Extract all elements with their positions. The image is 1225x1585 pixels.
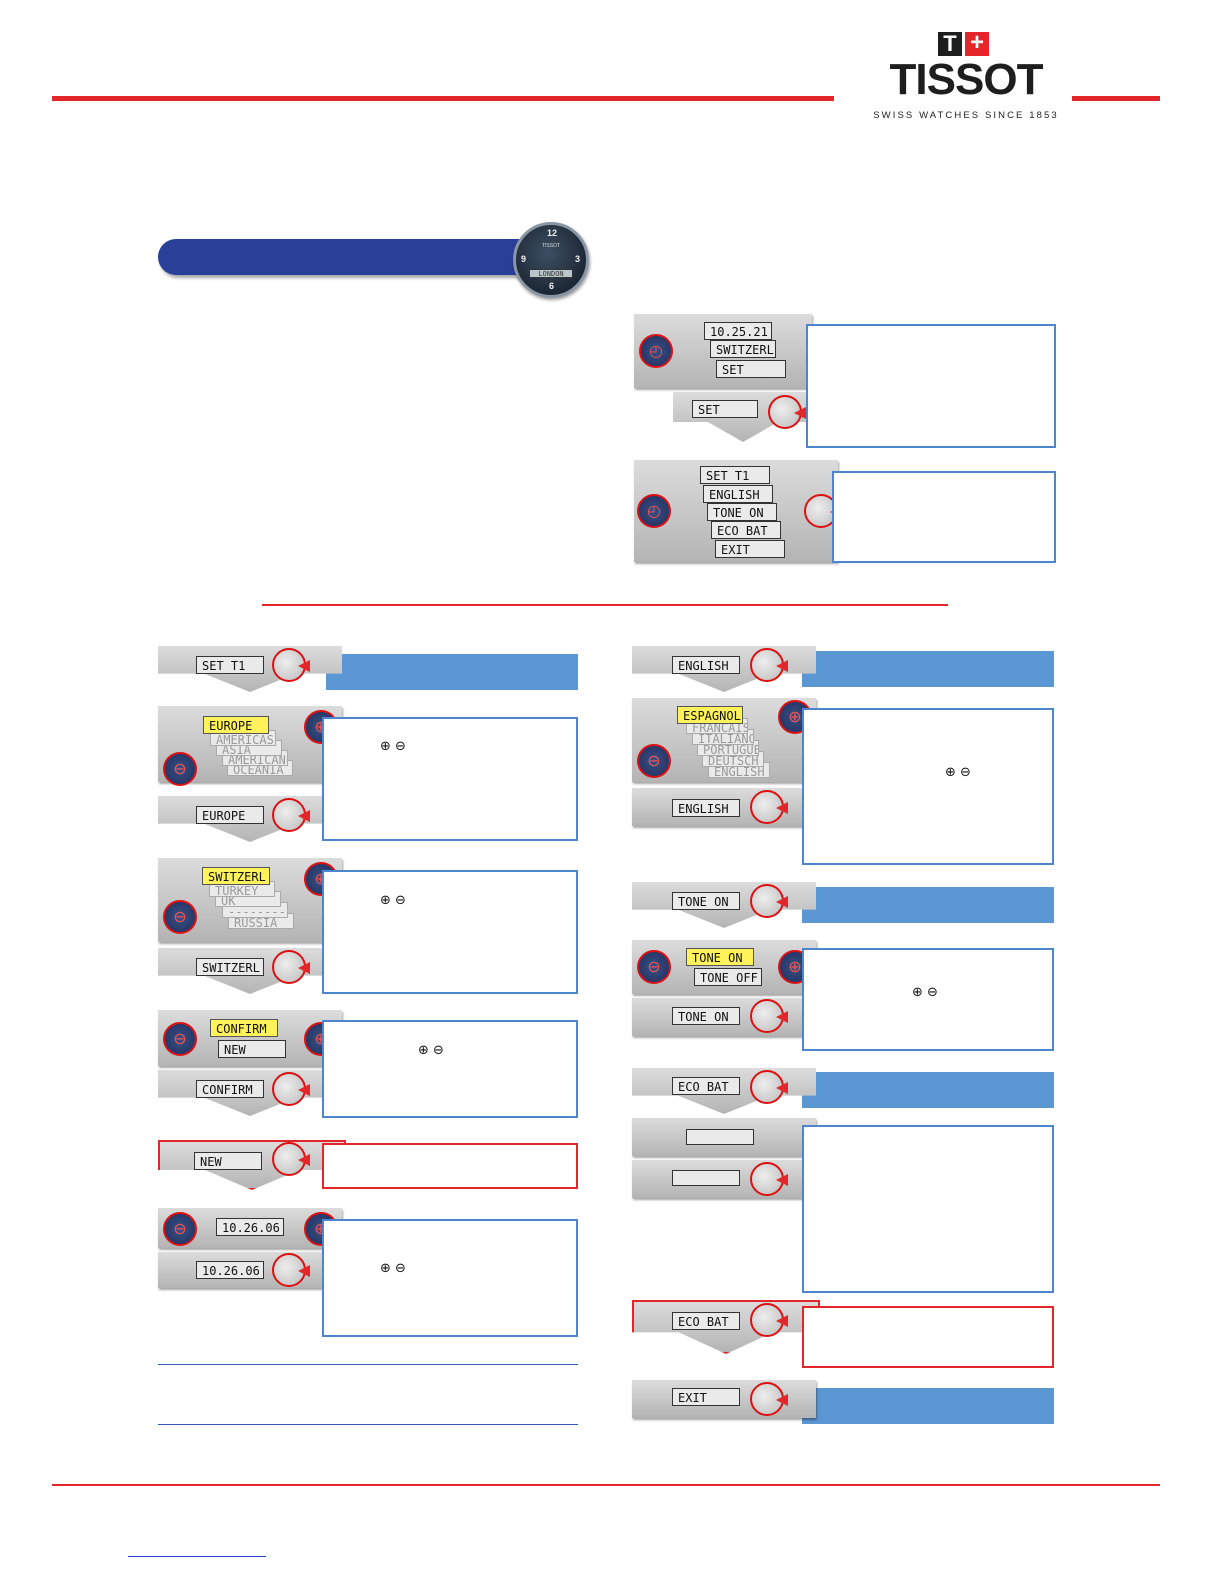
- new-lcd: NEW: [194, 1152, 262, 1170]
- right-banner-tone: [802, 887, 1054, 923]
- logo-wordmark: TISSOT: [889, 55, 1044, 104]
- crown-press-icon[interactable]: [750, 1382, 788, 1416]
- date-info-box: [322, 1219, 578, 1337]
- new-option: NEW: [218, 1040, 286, 1058]
- header-red-line-right: [1072, 96, 1160, 101]
- plus-minus-hint: ⊕ ⊖: [418, 1043, 444, 1058]
- minus-dial-icon[interactable]: ⊖: [163, 900, 197, 934]
- tone-on-selected: TONE ON: [686, 948, 754, 966]
- note-rule-bottom: [158, 1424, 578, 1425]
- crown-press-icon[interactable]: [750, 884, 788, 918]
- date-lcd: 10.26.06: [216, 1218, 284, 1236]
- watch-face-icon: 12 3 6 9 TISSOT LONDON: [513, 222, 589, 298]
- eco-again-info-box: [802, 1306, 1054, 1368]
- plus-minus-hint: ⊕ ⊖: [945, 765, 971, 780]
- dial-number: 6: [549, 281, 555, 291]
- crown-press-icon[interactable]: [750, 999, 788, 1033]
- plus-minus-hint: ⊕ ⊖: [912, 985, 938, 1000]
- crown-press-icon[interactable]: [272, 648, 310, 682]
- continent-lcd: EUROPE: [196, 806, 264, 824]
- language-menu-lcd: ENGLISH -I: [672, 656, 740, 674]
- confirm-selected: CONFIRM: [210, 1019, 278, 1037]
- date-btn-lcd: 10.26.06: [196, 1261, 264, 1279]
- crown-press-icon[interactable]: [272, 1072, 310, 1106]
- plus-minus-hint: ⊕ ⊖: [380, 893, 406, 908]
- country-lcd: SWITZERL: [196, 958, 264, 976]
- plus-minus-hint: ⊕ ⊖: [380, 739, 406, 754]
- country-option: TURKEY: [209, 881, 275, 897]
- tone-lcd: TONE ON: [672, 1007, 740, 1025]
- crown-press-icon[interactable]: [272, 1253, 310, 1287]
- eco-menu-lcd: ECO BAT -I: [672, 1077, 740, 1095]
- top1-lcd-set: SET -I: [716, 360, 786, 378]
- top2-lcd-1: SET T1 -I: [700, 466, 770, 484]
- right-banner-language: [802, 651, 1054, 687]
- logo-tagline: SWISS WATCHES SINCE 1853: [873, 110, 1059, 121]
- crown-press-icon[interactable]: [768, 395, 806, 429]
- crown-press-icon[interactable]: [272, 950, 310, 984]
- dial-number: 12: [547, 228, 558, 238]
- crown-press-icon[interactable]: [750, 1070, 788, 1104]
- dial-number: 9: [521, 254, 527, 264]
- dial-lcd: LONDON: [529, 269, 573, 278]
- left-banner-set-t1: [326, 654, 578, 690]
- tone-info-box: [802, 948, 1054, 1051]
- top1-lcd-country: SWITZERL: [710, 340, 776, 358]
- top1-set-lcd: SET -I: [692, 400, 758, 418]
- top2-lcd-4: ECO BAT -I: [711, 521, 781, 539]
- language-info-box: [802, 708, 1054, 865]
- minus-dial-icon[interactable]: ⊖: [163, 1022, 197, 1056]
- exit-lcd: EXIT -I: [672, 1388, 740, 1406]
- language-selected: ESPAGNOL: [677, 706, 743, 724]
- dial-number: 3: [575, 254, 581, 264]
- eco-again-lcd: ECO BAT -I: [672, 1312, 740, 1330]
- continent-info-box: [322, 717, 578, 841]
- confirm-lcd: CONFIRM: [196, 1080, 264, 1098]
- dial-brand: TISSOT: [541, 243, 561, 249]
- eco-blank-lcd: [686, 1129, 754, 1145]
- minus-dial-icon[interactable]: ⊖: [637, 744, 671, 778]
- logo-mark-t: T: [938, 32, 962, 56]
- footer-link-underline[interactable]: [128, 1556, 266, 1557]
- section-divider: [262, 604, 948, 606]
- header-red-line-left: [52, 96, 834, 101]
- tone-menu-lcd: TONE ON -I: [672, 892, 740, 910]
- top1-lcd-date: 10.25.21: [704, 322, 772, 340]
- crown-press-icon[interactable]: [272, 1142, 310, 1176]
- crown-press-icon[interactable]: [750, 1303, 788, 1337]
- crown-press-icon[interactable]: [750, 790, 788, 824]
- top2-lcd-2: ENGLISH -I: [703, 485, 773, 503]
- footer-red-line: [52, 1484, 1160, 1486]
- confirm-info-box: [322, 1020, 578, 1118]
- language-lcd: ENGLISH: [672, 799, 740, 817]
- eco-info-box: [802, 1125, 1054, 1293]
- top1-info-box: [806, 324, 1056, 448]
- new-info-box: [322, 1143, 578, 1189]
- minus-dial-icon[interactable]: ⊖: [637, 950, 671, 984]
- watch-hands-icon: ◴: [637, 494, 671, 528]
- right-banner-exit: [802, 1388, 1054, 1424]
- set-t1-lcd: SET T1 -I: [196, 656, 264, 674]
- country-selected: SWITZERL: [202, 867, 270, 885]
- watch-hands-icon: ◴: [639, 334, 673, 368]
- note-rule-top: [158, 1364, 578, 1365]
- eco-blank-lcd-2: [672, 1170, 740, 1186]
- top2-lcd-3: TONE ON -I: [707, 503, 777, 521]
- right-banner-eco: [802, 1072, 1054, 1108]
- country-info-box: [322, 870, 578, 994]
- continent-selected: EUROPE: [203, 716, 269, 734]
- minus-dial-icon[interactable]: ⊖: [163, 752, 197, 786]
- logo-mark-plus: +: [965, 31, 989, 56]
- top2-info-box: [832, 471, 1056, 563]
- crown-press-icon[interactable]: [272, 798, 310, 832]
- top2-lcd-5: EXIT -I: [715, 540, 785, 558]
- section-title-pill: [158, 239, 553, 275]
- tissot-logo: T + TISSOT SWISS WATCHES SINCE 1853: [868, 30, 1064, 126]
- plus-minus-hint: ⊕ ⊖: [380, 1261, 406, 1276]
- minus-dial-icon[interactable]: ⊖: [163, 1212, 197, 1246]
- tone-off-option: TONE OFF: [694, 968, 762, 986]
- crown-press-icon[interactable]: [750, 648, 788, 682]
- crown-press-icon[interactable]: [750, 1162, 788, 1196]
